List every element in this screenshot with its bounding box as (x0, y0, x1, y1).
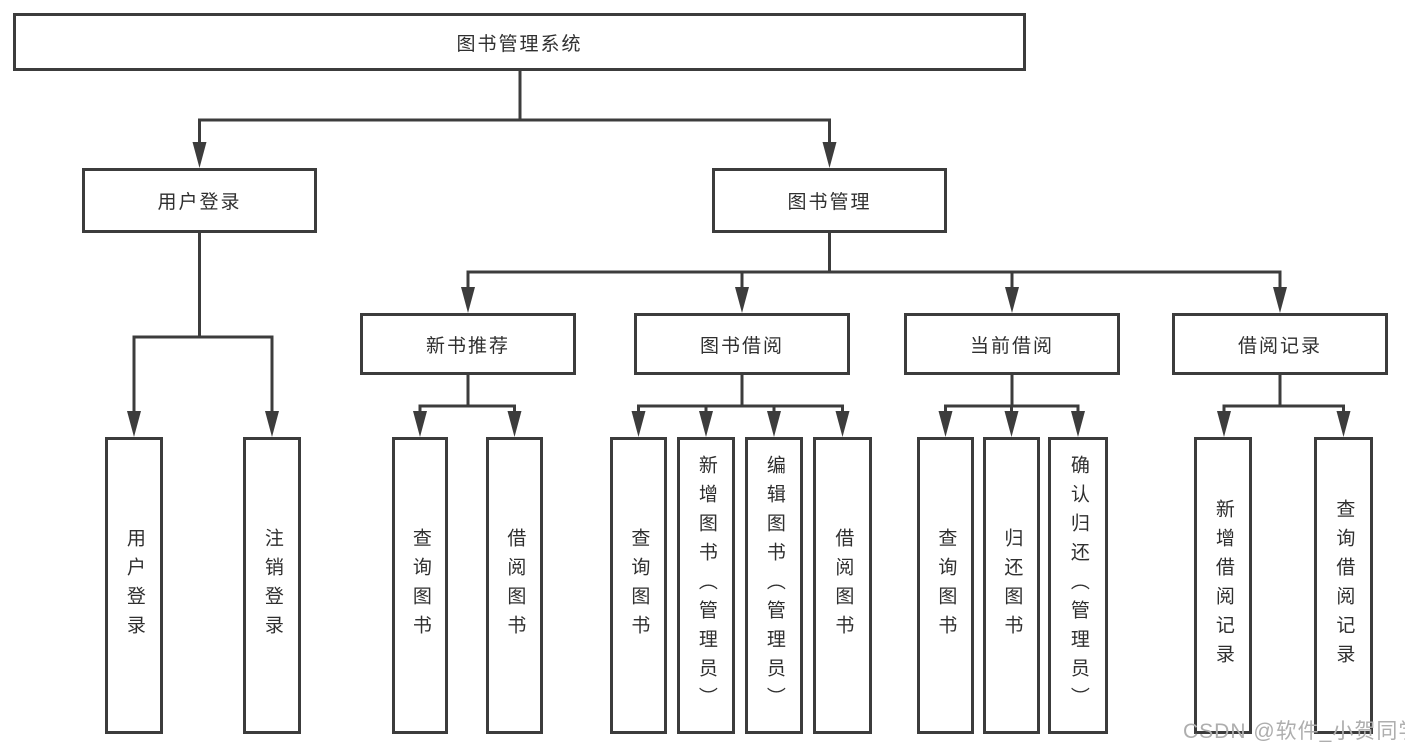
leaf-confirm-return-admin: 确认归还（管理员） (1048, 437, 1108, 734)
connector-root-to-level1 (192, 71, 837, 168)
node-current-borrow-label: 当前借阅 (969, 335, 1054, 357)
connector-current-borrow-branch (938, 375, 1085, 437)
node-new-book-recommend: 新书推荐 (360, 313, 576, 375)
node-root-label: 图书管理系统 (456, 33, 583, 55)
connector-book-borrow-branch (631, 375, 850, 437)
connector-user-login-branch (127, 233, 279, 437)
leaf-query-book-current-label: 查询图书 (935, 527, 957, 644)
leaf-query-book-recommend-label: 查询图书 (409, 527, 431, 644)
leaf-confirm-return-admin-label: 确认归还（管理员） (1067, 455, 1089, 716)
leaf-query-book-current: 查询图书 (917, 437, 974, 734)
leaf-logout: 注销登录 (243, 437, 301, 734)
node-book-management-label: 图书管理 (787, 192, 872, 213)
leaf-add-borrow-record-label: 新增借阅记录 (1212, 498, 1234, 673)
leaf-borrow-book: 借阅图书 (813, 437, 872, 734)
connector-borrow-records-branch (1217, 375, 1351, 437)
leaf-logout-label: 注销登录 (261, 527, 283, 644)
node-book-borrow-label: 图书借阅 (699, 335, 784, 357)
leaf-borrow-book-recommend: 借阅图书 (486, 437, 543, 734)
node-book-borrow: 图书借阅 (634, 313, 850, 375)
leaf-user-login-label: 用户登录 (123, 527, 145, 644)
leaf-return-book-label: 归还图书 (1001, 527, 1023, 644)
leaf-return-book: 归还图书 (983, 437, 1040, 734)
leaf-borrow-book-recommend-label: 借阅图书 (504, 527, 526, 644)
node-user-login-label: 用户登录 (157, 192, 242, 213)
leaf-borrow-book-label: 借阅图书 (832, 527, 854, 644)
node-user-login: 用户登录 (82, 168, 317, 233)
leaf-query-book-borrow-label: 查询图书 (628, 527, 650, 644)
connector-new-book-recommend-branch (413, 375, 522, 437)
leaf-edit-book-admin-label: 编辑图书（管理员） (763, 455, 785, 716)
leaf-add-book-admin-label: 新增图书（管理员） (695, 455, 717, 716)
leaf-query-borrow-record: 查询借阅记录 (1314, 437, 1373, 734)
node-current-borrow: 当前借阅 (904, 313, 1120, 375)
node-borrow-records-label: 借阅记录 (1237, 335, 1322, 357)
node-book-management: 图书管理 (712, 168, 947, 233)
leaf-query-book-borrow: 查询图书 (610, 437, 667, 734)
leaf-add-borrow-record: 新增借阅记录 (1194, 437, 1252, 734)
csdn-watermark: CSDN @软件_小贺同学 (1183, 720, 1405, 743)
node-root: 图书管理系统 (13, 13, 1026, 71)
leaf-add-book-admin: 新增图书（管理员） (677, 437, 735, 734)
leaf-user-login: 用户登录 (105, 437, 163, 734)
node-borrow-records: 借阅记录 (1172, 313, 1388, 375)
leaf-edit-book-admin: 编辑图书（管理员） (745, 437, 803, 734)
leaf-query-book-recommend: 查询图书 (392, 437, 448, 734)
leaf-query-borrow-record-label: 查询借阅记录 (1333, 498, 1355, 673)
node-new-book-recommend-label: 新书推荐 (425, 335, 510, 357)
connector-book-management-branch (461, 233, 1287, 313)
